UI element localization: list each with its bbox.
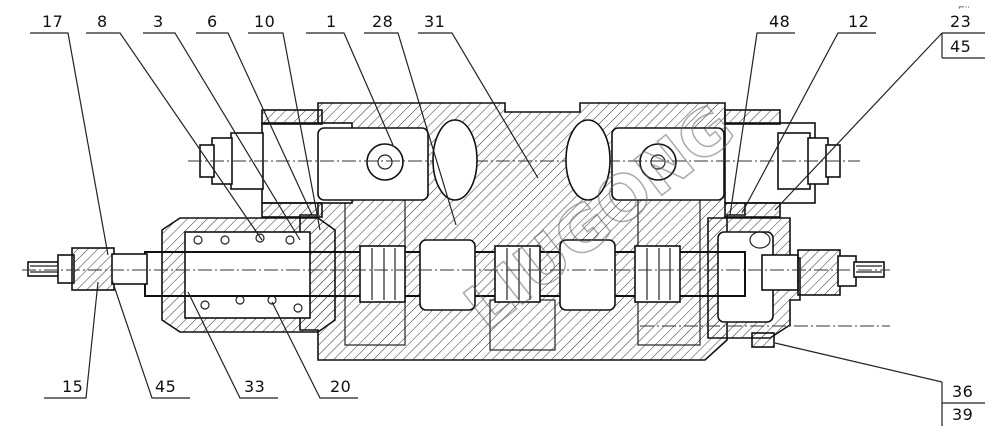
right-end-cap [707, 217, 801, 339]
label-33: 33 [244, 377, 265, 396]
callout-3: 3 [143, 12, 301, 241]
right-adjuster [761, 249, 885, 296]
label-20: 20 [330, 377, 351, 396]
callout-15: 15 [44, 281, 99, 399]
callout-17: 17 [30, 12, 109, 256]
callout-31: 31 [418, 12, 539, 179]
callout-33: 33 [187, 291, 278, 399]
label-48: 48 [769, 12, 790, 31]
callout-8: 8 [86, 12, 263, 241]
main-spool [144, 239, 746, 311]
label-28: 28 [372, 12, 393, 31]
label-3: 3 [153, 12, 164, 31]
label-39: 39 [952, 405, 973, 424]
corner-mark: ⌐·· [958, 3, 970, 12]
callout-1: 1 [306, 12, 394, 146]
callout-23-45: 23 45 [774, 12, 985, 211]
label-36: 36 [952, 382, 973, 401]
label-45-top: 45 [950, 37, 971, 56]
label-31: 31 [424, 12, 445, 31]
label-12: 12 [848, 12, 869, 31]
callout-48: 48 [729, 12, 795, 216]
label-1: 1 [326, 12, 337, 31]
callout-28: 28 [364, 12, 457, 226]
callout-12: 12 [741, 12, 876, 214]
label-45-bottom: 45 [155, 377, 176, 396]
label-6: 6 [207, 12, 218, 31]
callout-10: 10 [248, 12, 321, 231]
label-10: 10 [254, 12, 275, 31]
label-17: 17 [42, 12, 63, 31]
drain-plug [751, 332, 775, 348]
label-8: 8 [97, 12, 108, 31]
callout-36-39: 36 39 [774, 342, 985, 426]
spring-housing [161, 217, 336, 333]
callout-6: 6 [196, 12, 313, 216]
callout-45-bottom: 45 [111, 279, 190, 399]
callout-20: 20 [271, 301, 358, 399]
label-23: 23 [950, 12, 971, 31]
label-15: 15 [62, 377, 83, 396]
left-adjuster [27, 247, 148, 291]
